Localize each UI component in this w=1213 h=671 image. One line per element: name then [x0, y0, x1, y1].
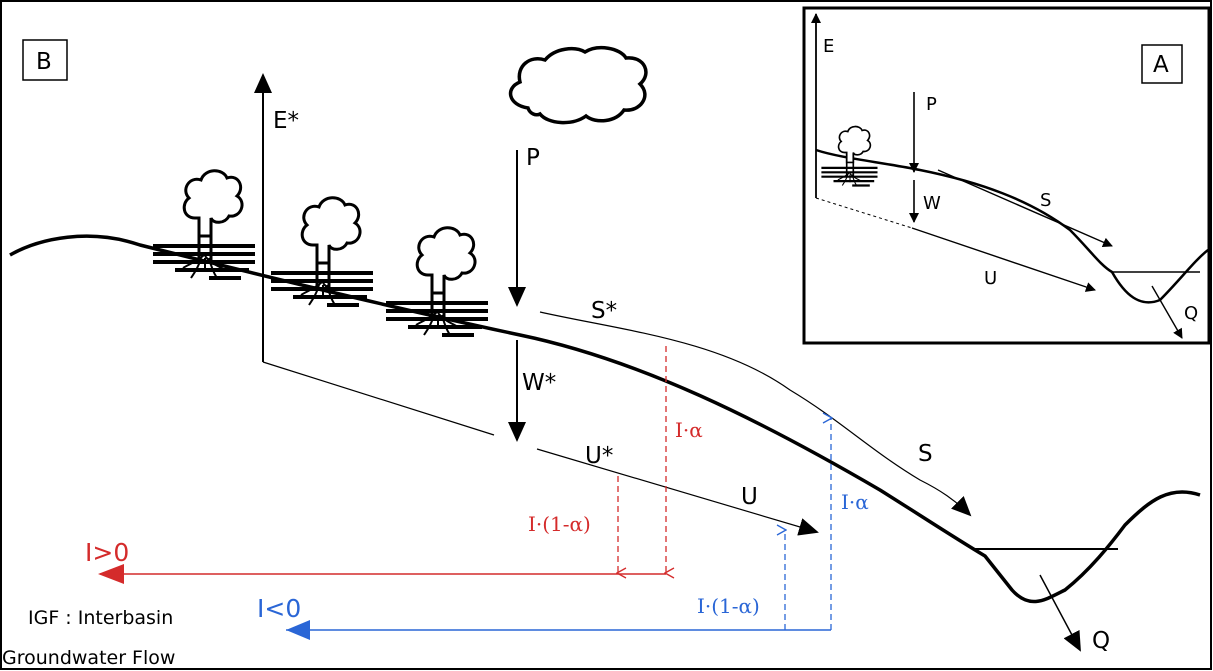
tree-2: [269, 195, 375, 307]
igf-negative-alpha-label: I·α: [841, 490, 869, 514]
inset-panel-a: A E P W S U Q: [802, 6, 1211, 345]
surface-runoff-path: [539, 311, 972, 517]
igf-positive-alpha-label: I·α: [675, 418, 703, 442]
inset-discharge-arrow: [1151, 285, 1183, 339]
precipitation-label: P: [526, 145, 540, 171]
panel-b-label-box: [22, 39, 68, 81]
igf-negative-one-minus-alpha-label: I·(1-α): [697, 594, 760, 618]
inset-soil-water-label: W: [923, 193, 941, 214]
tree-1: [151, 168, 257, 280]
igf-positive-label: I>0: [85, 538, 129, 567]
igf-negative-arrowhead: [286, 620, 310, 640]
igf-positive-one-minus-alpha-label: I·(1-α): [528, 512, 591, 536]
inset-underground-arrow: [911, 227, 1096, 292]
inset-surface-label: S: [1040, 190, 1051, 211]
evaporation-label: E*: [273, 108, 299, 134]
panel-a-label-box: [1141, 44, 1183, 84]
inset-evaporation-label: E: [823, 36, 834, 57]
igf-caption-line2: Groundwater Flow: [2, 647, 175, 669]
igf-caption-line1: IGF : Interbasin: [28, 607, 173, 629]
underground-out-label: U: [741, 484, 758, 510]
soil-water-label: W*: [522, 370, 556, 396]
underground-path: [536, 448, 819, 536]
hillslope-surface: [9, 234, 1201, 604]
surface-runoff-label: S*: [591, 298, 617, 324]
tree-3: [384, 225, 490, 337]
transfer-line: [262, 361, 495, 436]
cloud: [508, 46, 648, 125]
panel-a-label: A: [1153, 52, 1169, 78]
discharge-label: Q: [1092, 628, 1110, 654]
inset-precipitation-label: P: [926, 94, 937, 115]
inset-transfer-dashed: [815, 197, 913, 229]
panel-b-label: B: [36, 49, 52, 75]
discharge-arrow: [1039, 574, 1081, 652]
inset-discharge-label: Q: [1184, 303, 1198, 324]
inset-surface-arrow: [937, 169, 1113, 247]
igf-negative-label: I<0: [257, 594, 301, 623]
surface-out-label: S: [918, 441, 933, 467]
inset-underground-label: U: [984, 268, 997, 289]
